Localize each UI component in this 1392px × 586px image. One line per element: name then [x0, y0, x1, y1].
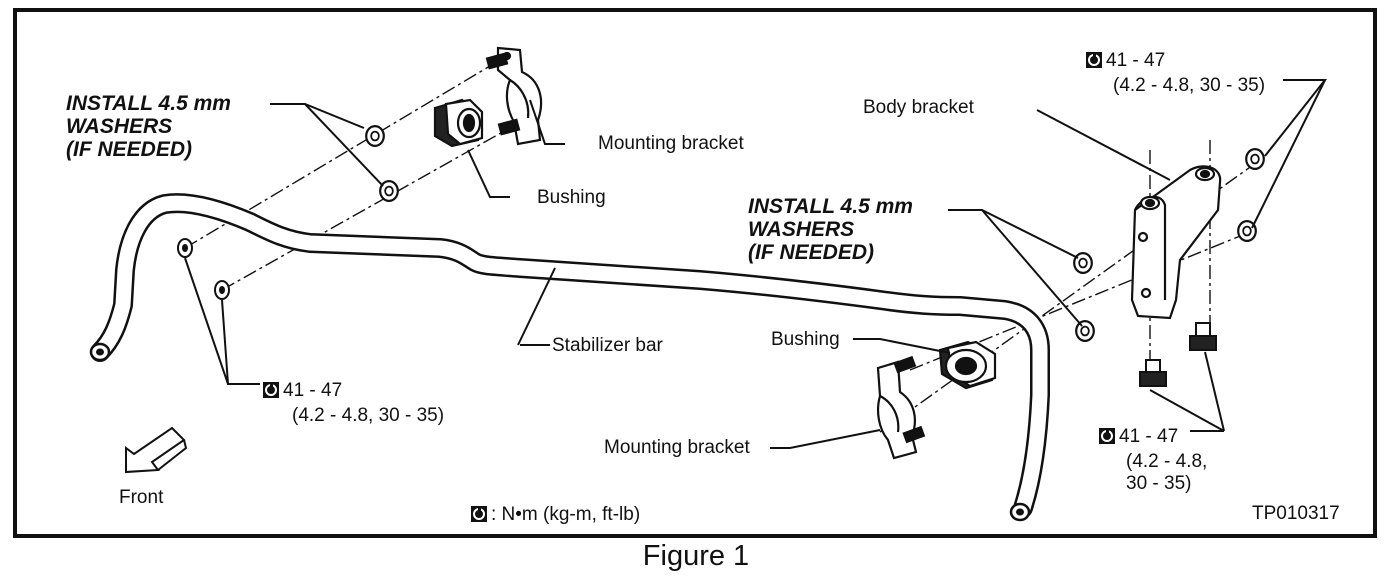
figure-frame	[13, 8, 1377, 538]
bushing-top	[433, 98, 484, 148]
warning-line-3: (IF NEEDED)	[748, 241, 874, 264]
torque-spec-bottom-right: 41 - 47 (4.2 - 4.8, 30 - 35)	[1098, 426, 1207, 495]
label-stabilizer-bar: Stabilizer bar	[552, 335, 663, 356]
label-mounting-bracket-bottom: Mounting bracket	[604, 437, 750, 458]
front-arrow-icon	[125, 426, 188, 474]
torque-detail: (4.2 - 4.8, 30 - 35)	[292, 405, 445, 426]
torque-wrench-icon	[1085, 51, 1103, 75]
label-front: Front	[119, 487, 164, 508]
washer-right-2	[1075, 320, 1095, 342]
washer-right-3	[1245, 148, 1265, 170]
warning-line-3: (IF NEEDED)	[66, 138, 192, 161]
bolts	[1139, 322, 1217, 387]
torque-legend: : N•m (kg-m, ft-lb)	[470, 504, 640, 529]
warning-install-washers-right: INSTALL 4.5 mm WASHERS (IF NEEDED)	[748, 195, 913, 264]
torque-detail-2: 30 - 35)	[1126, 473, 1192, 494]
mounting-bracket-bottom	[876, 355, 926, 460]
torque-value: 41 - 47	[1119, 426, 1179, 447]
washer-right-1	[1073, 252, 1093, 274]
bushing-bottom	[938, 340, 997, 390]
nut-left-top	[177, 238, 193, 258]
label-bushing-top: Bushing	[537, 187, 606, 208]
torque-spec-left: 41 - 47 (4.2 - 4.8, 30 - 35)	[262, 380, 444, 427]
warning-install-washers-left: INSTALL 4.5 mm WASHERS (IF NEEDED)	[66, 92, 231, 161]
washer-left-2	[379, 180, 399, 202]
washer-left-1	[365, 125, 385, 147]
warning-line-2: WASHERS	[66, 115, 173, 138]
figure-caption: Figure 1	[642, 540, 750, 572]
torque-value: 41 - 47	[1106, 50, 1166, 71]
warning-line-1: INSTALL 4.5 mm	[748, 195, 913, 218]
label-body-bracket: Body bracket	[863, 97, 974, 118]
stabilizer-bar	[89, 193, 1050, 522]
torque-wrench-icon	[1098, 427, 1116, 451]
torque-value: 41 - 47	[283, 380, 343, 401]
warning-line-1: INSTALL 4.5 mm	[66, 92, 231, 115]
torque-spec-top-right: 41 - 47 (4.2 - 4.8, 30 - 35)	[1085, 50, 1265, 97]
nut-left-bottom	[214, 280, 230, 300]
torque-detail-1: (4.2 - 4.8,	[1126, 451, 1208, 472]
torque-detail: (4.2 - 4.8, 30 - 35)	[1113, 75, 1266, 96]
torque-wrench-icon	[470, 505, 488, 529]
legend-text: : N•m (kg-m, ft-lb)	[491, 504, 641, 525]
label-mounting-bracket-top: Mounting bracket	[598, 133, 744, 154]
leader-lines	[184, 79, 1328, 449]
torque-wrench-icon	[262, 381, 280, 405]
body-bracket	[1130, 165, 1222, 320]
figure-id: TP010317	[1252, 503, 1340, 524]
warning-line-2: WASHERS	[748, 218, 855, 241]
label-bushing-bottom: Bushing	[771, 329, 840, 350]
mounting-bracket-top	[485, 46, 543, 146]
